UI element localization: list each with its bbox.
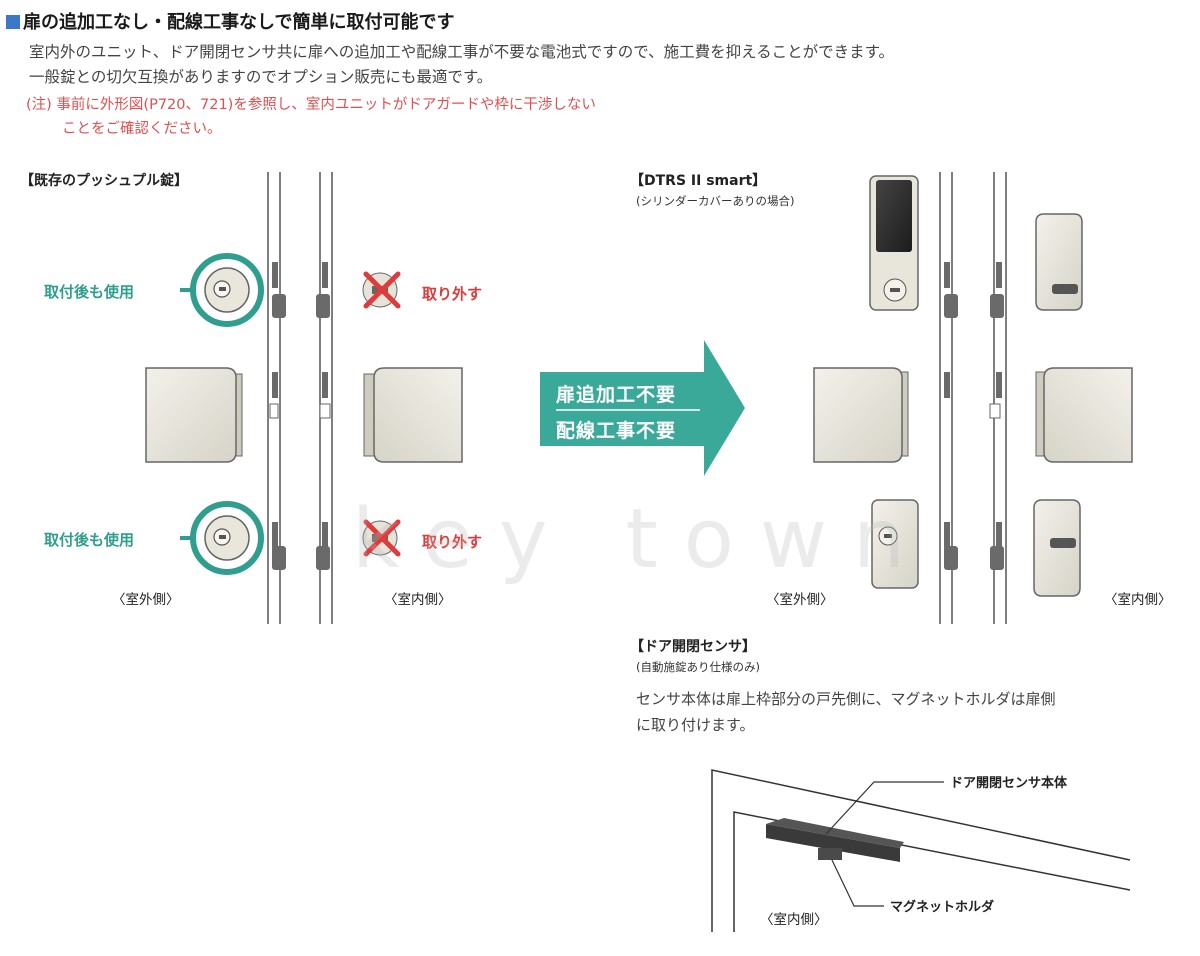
page-title: 扉の追加工なし・配線工事なしで簡単に取付可能です [6,8,454,34]
smart-lock-indoor-unit-bottom [1033,499,1081,597]
cylinder-lock-icon [180,253,264,327]
door-frame-diagram [711,769,1131,932]
remove-label-top: 取り外す [422,285,483,303]
sensor-section-subtitle: (自動施錠あり仕様のみ) [636,660,760,674]
door-sensor-body [766,818,904,862]
right-latch-blocks [944,262,1004,570]
keep-label-top: 取付後も使用 [44,283,135,301]
callout-magnet-holder: マグネットホルダ [890,900,995,915]
pushpull-handle-indoor-right [1035,367,1133,463]
smart-lock-outdoor-unit [869,175,919,311]
sensor-section-title: 【ドア開閉センサ】 [630,639,756,655]
right-indoor-label: 〈室内側〉 [1104,592,1172,608]
remove-label-bottom: 取り外す [422,533,483,551]
cylinder-lock-icon [180,501,264,575]
keep-label-bottom: 取付後も使用 [44,531,135,549]
caution-note-1: (注) 事前に外形図(P720、721)を参照し、室内ユニットがドアガードや枠に… [26,97,596,113]
caution-note-2: ことをご確認ください。 [62,121,222,137]
left-section-title: 【既存のプッシュプル錠】 [20,173,188,189]
left-indoor-label: 〈室内側〉 [384,592,452,608]
callout-sensor-body: ドア開閉センサ本体 [950,776,1068,791]
right-arrow-icon [540,340,745,476]
pushpull-handle-indoor [363,367,463,463]
right-section-title: 【DTRS II smart】 [630,173,767,189]
cross-mark-icon [362,519,401,557]
cross-mark-icon [362,271,401,309]
right-outdoor-label: 〈室外側〉 [766,592,834,608]
sensor-desc-1: センサ本体は扉上枠部分の戸先側に、マグネットホルダは扉側 [636,690,1056,708]
cylinder-cover-outdoor [871,499,919,589]
arrow-text-line-2: 配線工事不要 [556,420,677,442]
left-strike-mark-2 [319,403,331,419]
intro-line-1: 室内外のユニット、ドア開閉センサ共に扉への追加工や配線工事が不要な電池式ですので… [29,43,895,61]
title-square-icon [6,15,20,29]
callout-lines [825,781,944,907]
sensor-indoor-label: 〈室内側〉 [760,912,828,928]
sensor-desc-2: に取り付けます。 [636,716,755,734]
right-strike-mark [989,403,1001,419]
left-strike-mark [269,403,279,419]
left-outdoor-label: 〈室外側〉 [112,592,180,608]
smart-lock-indoor-unit [1035,213,1083,311]
left-latch-blocks [272,262,330,570]
pushpull-handle-outdoor-right [813,367,909,463]
watermark: key town [352,492,931,587]
intro-line-2: 一般錠との切欠互換がありますのでオプション販売にも最適です。 [29,68,493,86]
pushpull-handle-outdoor [145,367,243,463]
arrow-text-line-1: 扉追加工不要 [556,384,677,406]
right-section-subtitle: (シリンダーカバーありの場合) [636,194,795,208]
